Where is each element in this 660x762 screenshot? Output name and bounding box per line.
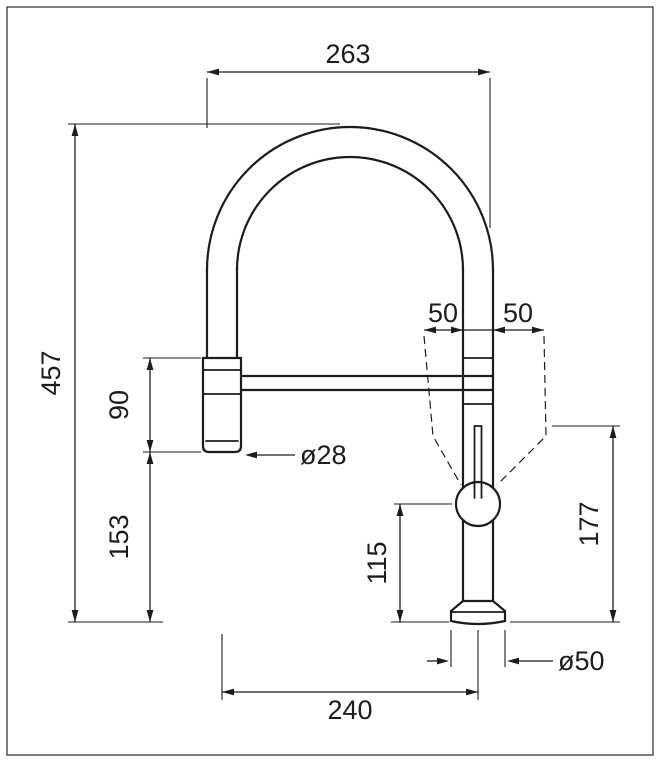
dim-153-arrow-bottom bbox=[146, 610, 154, 622]
spout-outer-arc bbox=[205, 125, 495, 272]
drawing-frame bbox=[6, 6, 654, 756]
dim-457-arrow-bottom bbox=[71, 610, 79, 622]
dim-90-arrow-top bbox=[146, 358, 154, 370]
dim-115-label: 115 bbox=[362, 541, 392, 584]
dim-153-label: 153 bbox=[104, 514, 134, 559]
lever-ball bbox=[454, 480, 502, 528]
dim-50-right-label: 50 bbox=[503, 298, 533, 328]
lever-stick-inside-ball bbox=[473, 482, 483, 499]
dim-240-arrow-left bbox=[222, 688, 234, 696]
dim-177-arrow-top bbox=[609, 426, 617, 438]
dim-body-height: 177 bbox=[510, 425, 620, 623]
dim-240-label: 240 bbox=[327, 695, 372, 725]
dim-457-label: 457 bbox=[36, 350, 66, 395]
dim-spray-head-clearance: 153 bbox=[104, 452, 154, 622]
dim-240-arrow-right bbox=[466, 688, 478, 696]
dim-28-arrow bbox=[245, 451, 257, 459]
lever-swing-left-dashed bbox=[423, 335, 462, 486]
dim-spray-head-diameter: ø28 bbox=[245, 440, 347, 470]
dim-28-label: ø28 bbox=[300, 440, 347, 470]
dim-457-arrow-top bbox=[71, 124, 79, 136]
dim-177-label: 177 bbox=[574, 501, 604, 546]
spout-inner-arc bbox=[235, 155, 465, 272]
dim-153-arrow-top bbox=[146, 452, 154, 464]
dim-263-label: 263 bbox=[325, 39, 370, 69]
dim-spout-width: 263 bbox=[206, 39, 491, 228]
lever-stick bbox=[473, 425, 483, 485]
dim-spray-head-length: 90 bbox=[104, 357, 201, 622]
spray-head bbox=[201, 356, 243, 454]
dim-115-arrow-top bbox=[396, 504, 404, 516]
dim-reach: 240 bbox=[221, 630, 479, 725]
dim-50base-arrow-left bbox=[437, 657, 449, 665]
dim-total-height: 457 bbox=[36, 123, 340, 623]
dim-50R-arrow-left bbox=[493, 326, 505, 334]
dim-50R-arrow-right bbox=[532, 326, 544, 334]
dim-50L-arrow-right bbox=[451, 326, 463, 334]
dim-lever-swing: 50 50 bbox=[424, 298, 544, 354]
dim-base-diameter: ø50 bbox=[427, 630, 605, 676]
dim-50-left-label: 50 bbox=[428, 298, 458, 328]
dim-50base-arrow-right bbox=[507, 657, 519, 665]
faucet-outline bbox=[201, 125, 547, 626]
dim-lever-height: 115 bbox=[362, 503, 452, 623]
dim-90-label: 90 bbox=[104, 390, 134, 420]
lever-swing-right-dashed bbox=[496, 335, 547, 486]
dim-50L-arrow-left bbox=[424, 326, 436, 334]
dim-177-arrow-bottom bbox=[609, 610, 617, 622]
dim-50base-label: ø50 bbox=[558, 646, 605, 676]
dim-90-arrow-bottom bbox=[146, 440, 154, 452]
dim-115-arrow-bottom bbox=[396, 610, 404, 622]
dim-263-arrow-right bbox=[478, 68, 490, 76]
dim-263-arrow-left bbox=[207, 68, 219, 76]
